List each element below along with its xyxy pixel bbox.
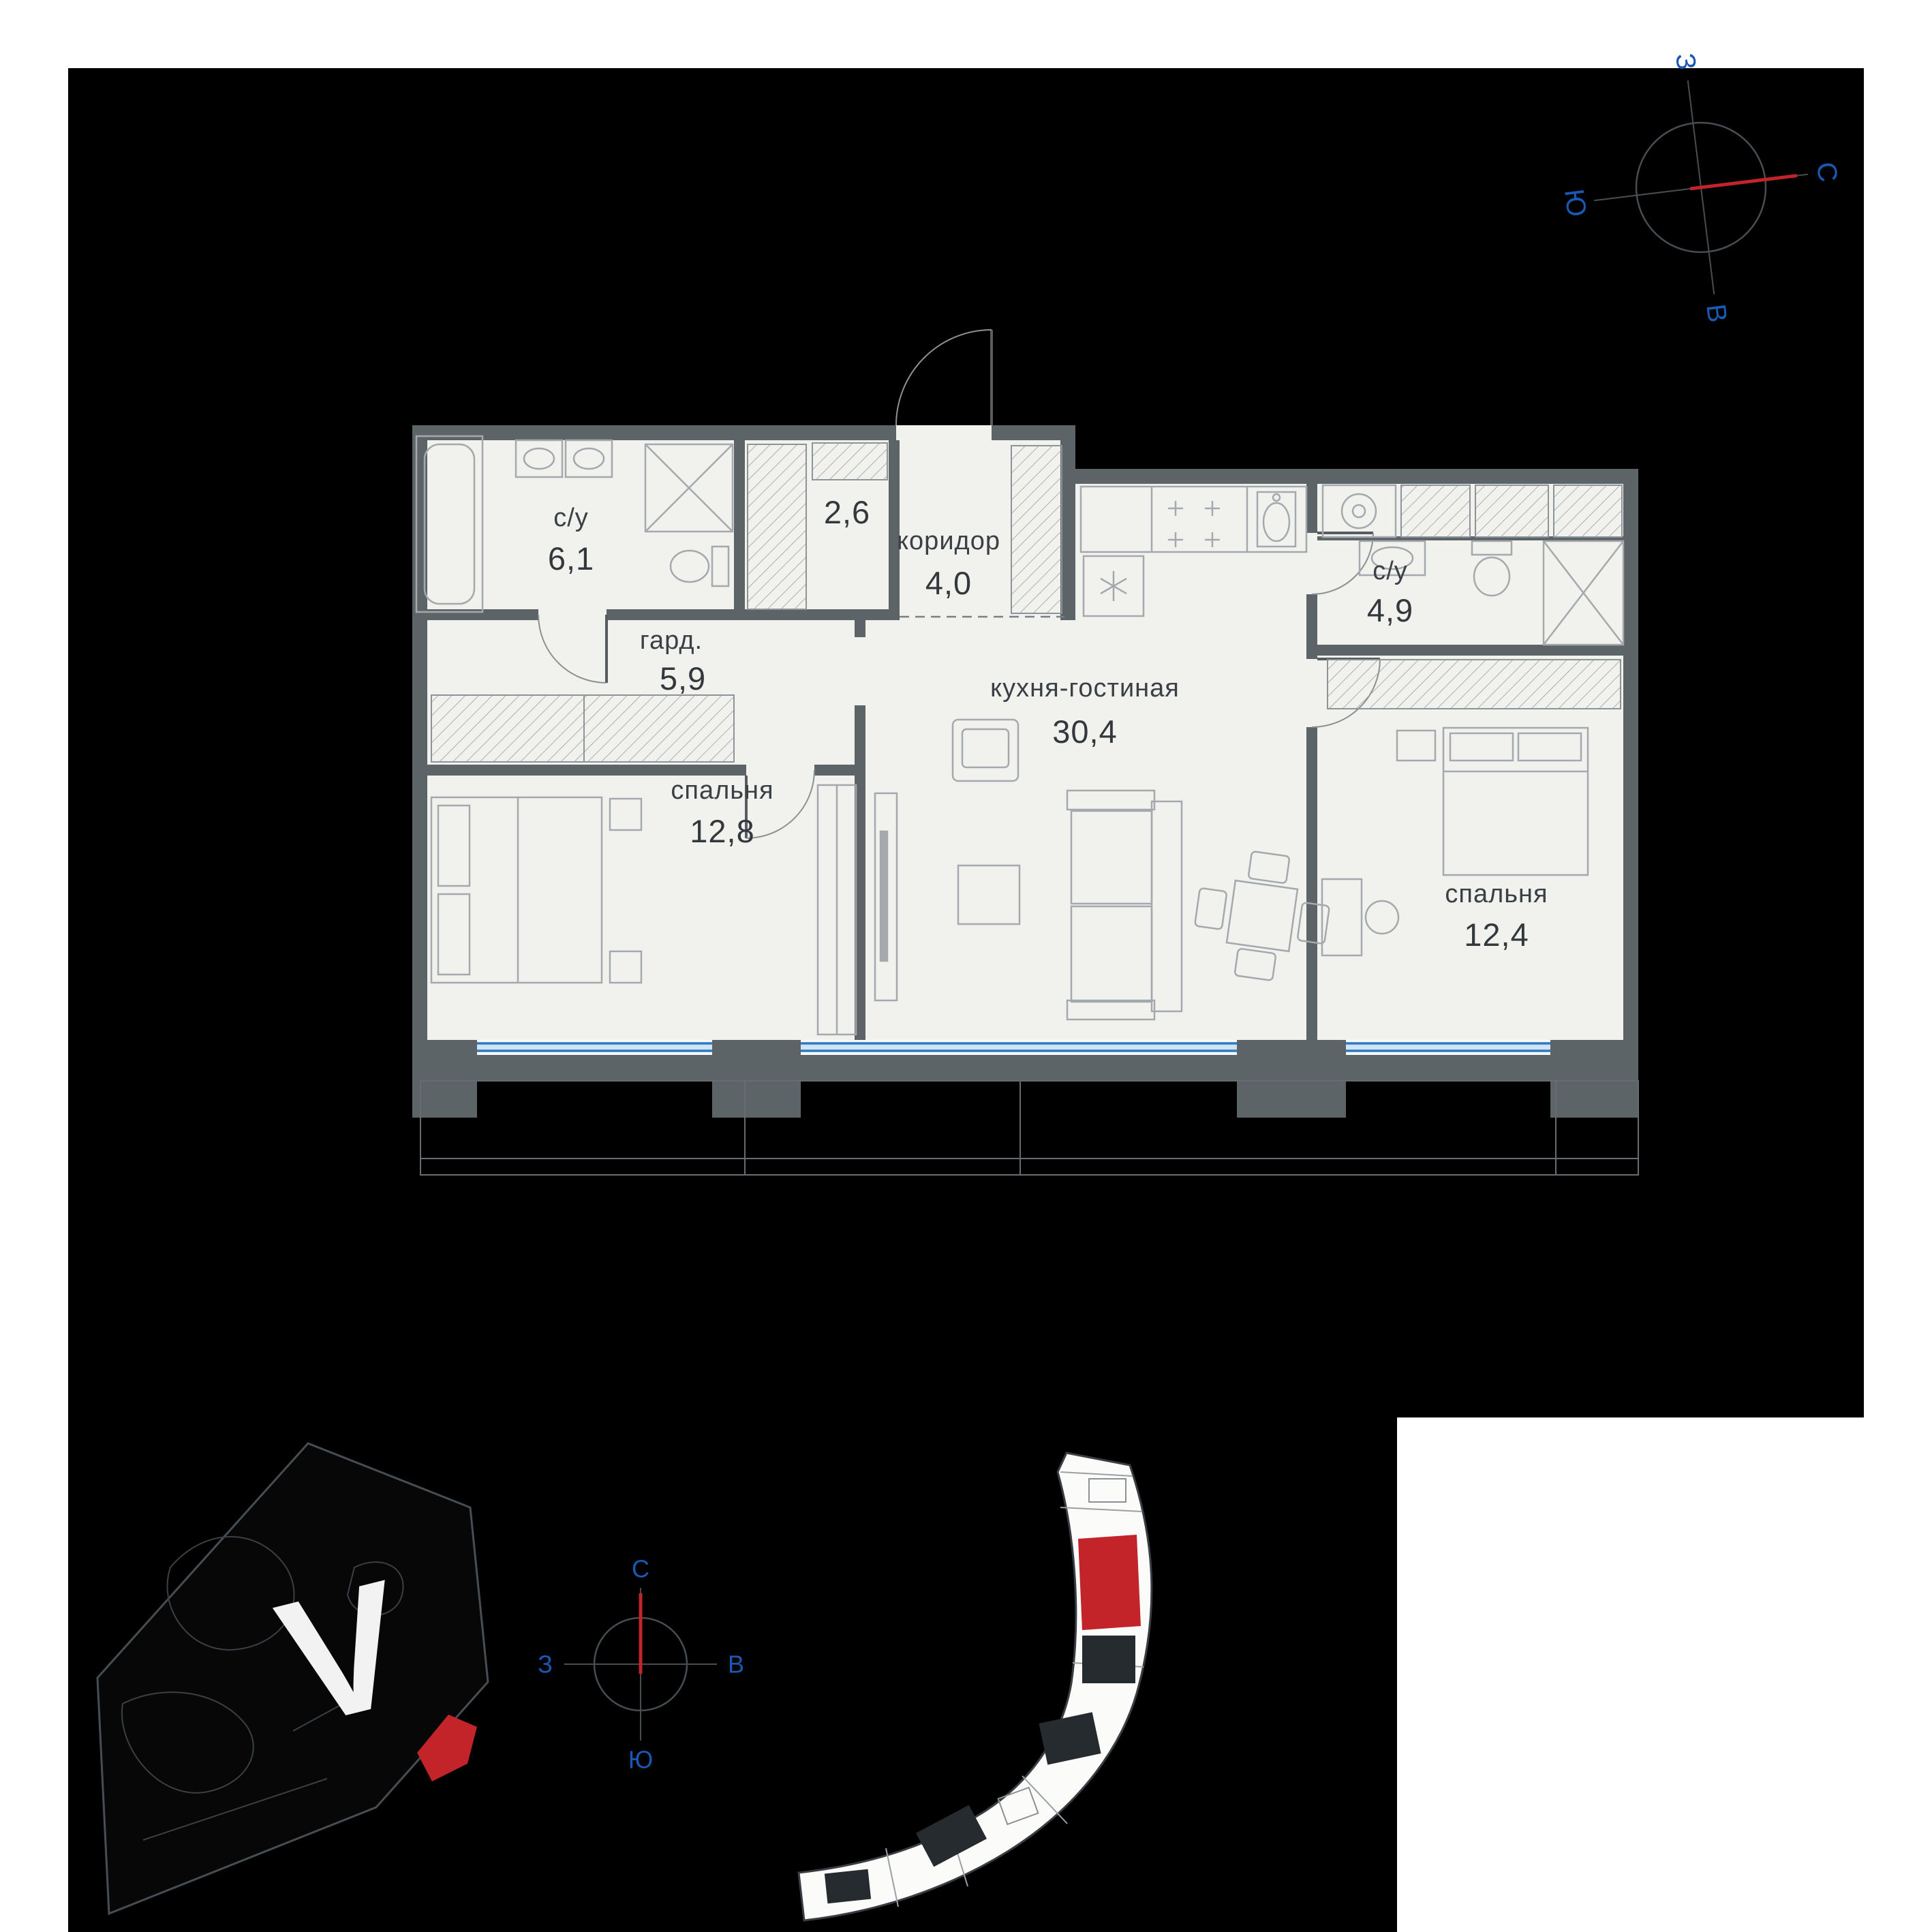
door-swing-arcs (538, 329, 1381, 839)
compass-south-label: Ю (1559, 187, 1592, 218)
room-area-closet: 2,6 (824, 494, 870, 530)
wardrobe-hatch (747, 444, 807, 610)
wardrobe-hatch (431, 694, 735, 763)
room-label-bath2: с/у (1373, 557, 1408, 585)
lower-slab-outline (420, 1080, 1639, 1176)
compass-rose-main: С В Ю З (1559, 52, 1843, 324)
wardrobe-hatch (812, 442, 888, 480)
building-location-marker (417, 1715, 477, 1781)
wardrobe-unit-icon (816, 784, 857, 1036)
entrance-door-arc (895, 329, 992, 426)
compass-north-label: С (1811, 160, 1843, 183)
room-area-wardrobe: 5,9 (660, 660, 706, 696)
bathtub-icon (415, 435, 484, 613)
compass-north-needle (1689, 174, 1798, 191)
apartment-location-marker (1078, 1535, 1141, 1630)
room-area-corridor: 4,0 (925, 565, 972, 601)
room-label-wardrobe: гард. (640, 626, 703, 655)
shower-icon (1542, 540, 1625, 646)
dining-table-icon (1194, 850, 1330, 981)
nightstand-icon (609, 797, 643, 831)
core-details (997, 1478, 1126, 1826)
wardrobe-room-fittings (431, 694, 735, 763)
sofa-icon (1066, 789, 1183, 1021)
compass-west-label: З (1670, 52, 1702, 72)
tv-unit-icon (874, 792, 898, 1002)
sink-icon (515, 439, 564, 478)
room-label-corridor: коридор (897, 527, 1000, 555)
room-labels: с/у 6,1 2,6 коридор 4,0 гард. 5,9 спальн… (548, 494, 1548, 953)
room-label-bath1: с/у (553, 504, 589, 532)
kitchen-living-furniture (874, 485, 1330, 1021)
stove-icon (1168, 501, 1220, 547)
toilet-icon (1471, 540, 1513, 597)
snowflake-icon (1100, 571, 1127, 601)
wardrobe-hatch (1475, 485, 1549, 538)
bedroom2-furniture (1321, 659, 1621, 957)
double-bed-icon (430, 796, 603, 984)
window-glazing (477, 1043, 712, 1051)
bedroom1-furniture (430, 784, 857, 1036)
compass-west-label: З (538, 1651, 553, 1678)
closet-storage (747, 442, 888, 610)
corridor-closet-hatch (1011, 445, 1062, 614)
site-boundary (96, 1442, 489, 1916)
apartment-floor-plan: с/у 6,1 2,6 коридор 4,0 гард. 5,9 спальн… (412, 329, 1639, 1176)
coffee-table-icon (957, 864, 1021, 925)
compass-north-label: С (632, 1555, 649, 1583)
nightstand-icon (609, 950, 643, 984)
room-label-bedroom2: спальня (1445, 880, 1548, 908)
bathroom1-fixtures (415, 435, 734, 613)
double-bed-icon (1442, 726, 1589, 876)
compass-east-label: В (728, 1651, 744, 1678)
window-glazing (801, 1043, 1237, 1051)
compass-rose-site: С В Ю З (538, 1555, 744, 1774)
building-cores (824, 1636, 1135, 1904)
kitchen-sink-icon (1256, 491, 1297, 548)
room-label-bedroom1: спальня (671, 776, 773, 805)
building-footprint (797, 1452, 1153, 1922)
site-roads (121, 1536, 404, 1841)
fridge-icon (1082, 555, 1145, 617)
facade-parapet (412, 1040, 1639, 1176)
wardrobe-hatch (1400, 485, 1471, 538)
toilet-icon (669, 545, 730, 587)
sink-icon (564, 439, 613, 478)
room-area-bath1: 6,1 (548, 540, 594, 577)
desk-icon (1321, 878, 1400, 957)
room-area-bedroom1: 12,8 (690, 813, 754, 849)
wardrobe-hatch (1327, 659, 1621, 709)
facade-windows (477, 1040, 1550, 1055)
kitchen-counter-icon (1079, 485, 1308, 553)
compass-east-label: В (1700, 303, 1732, 324)
building-outline (797, 1452, 1153, 1922)
room-area-kitchen: 30,4 (1052, 714, 1117, 750)
room-area-bedroom2: 12,4 (1464, 917, 1529, 953)
shower-icon (644, 443, 734, 533)
apartment-floor (412, 425, 1638, 1055)
room-area-bath2: 4,9 (1367, 592, 1413, 628)
site-plan: V (96, 1442, 489, 1916)
bathroom2-fixtures (1317, 484, 1625, 646)
compass-south-label: Ю (628, 1746, 653, 1774)
wardrobe-hatch (1553, 485, 1623, 538)
room-label-kitchen: кухня-гостиная (990, 674, 1180, 703)
vanity-sink-icon (1358, 540, 1426, 577)
washing-machine-icon (1321, 484, 1397, 538)
armchair-icon (951, 718, 1019, 782)
nightstand-icon (1396, 729, 1437, 762)
window-glazing (1346, 1043, 1550, 1051)
chair-icon (1364, 900, 1400, 935)
